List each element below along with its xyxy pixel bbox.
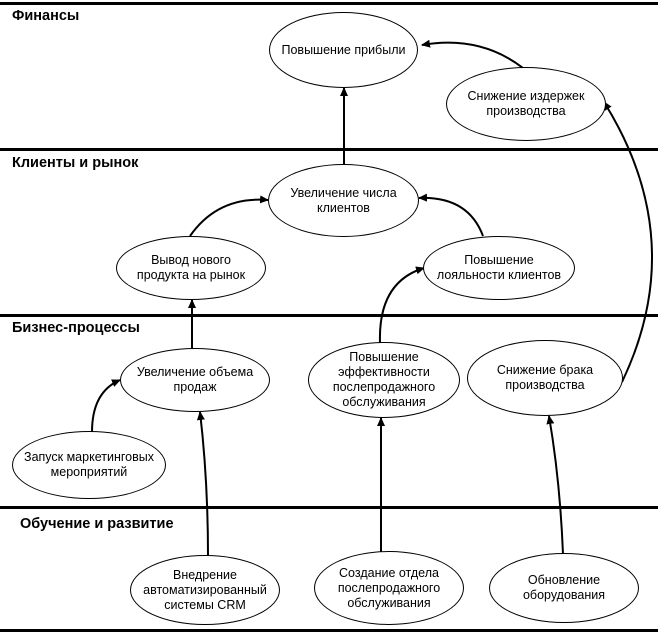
node-aftersales-dept: Создание отдела послепродажного обслужив… (314, 551, 464, 625)
node-aftersales-efficiency-label: Повышение эффективности послепродажного … (332, 350, 436, 409)
band-separator-finance-clients (0, 148, 658, 151)
node-new-product: Вывод нового продукта на рынок (116, 236, 266, 300)
node-equipment: Обновление оборудования (489, 553, 639, 623)
arrow-new-product-to-more-clients (189, 195, 269, 237)
arrow-cost-reduction-to-profit (421, 39, 524, 69)
node-loyalty: Повышение лояльности клиентов (423, 236, 575, 300)
node-defect-reduction: Снижение брака производства (467, 340, 623, 416)
node-equipment-label: Обновление оборудования (522, 573, 606, 602)
band-separator-bottom (0, 629, 658, 632)
node-marketing: Запуск маркетинговых мероприятий (12, 431, 166, 499)
band-title-processes: Бизнес-процессы (12, 320, 140, 336)
node-more-clients: Увеличение числа клиентов (268, 164, 419, 237)
band-title-learning: Обучение и развитие (20, 516, 174, 532)
node-sales-growth: Увеличение объема продаж (120, 348, 270, 412)
node-crm-label: Внедрение автоматизированный системы CRM (143, 567, 267, 612)
arrow-marketing-to-sales-growth (91, 379, 121, 433)
node-profit: Повышение прибыли (269, 12, 418, 88)
band-title-finance: Финансы (12, 8, 80, 24)
band-separator-clients-processes (0, 314, 658, 317)
arrow-equipment-to-defect-reduction (546, 415, 564, 555)
node-marketing-label: Запуск маркетинговых мероприятий (24, 450, 154, 479)
node-profit-label: Повышение прибыли (281, 42, 406, 57)
node-more-clients-label: Увеличение числа клиентов (290, 185, 397, 215)
arrow-crm-to-sales-growth (196, 411, 209, 557)
node-new-product-label: Вывод нового продукта на рынок (136, 253, 246, 282)
node-loyalty-label: Повышение лояльности клиентов (436, 253, 562, 282)
arrow-aftersales-efficiency-to-loyalty (378, 266, 425, 344)
node-crm: Внедрение автоматизированный системы CRM (130, 555, 280, 625)
band-title-clients: Клиенты и рынок (12, 155, 139, 171)
node-aftersales-efficiency: Повышение эффективности послепродажного … (308, 342, 460, 418)
node-cost-reduction: Снижение издержек производства (446, 67, 606, 141)
node-defect-reduction-label: Снижение брака производства (496, 363, 594, 392)
node-aftersales-dept-label: Создание отдела послепродажного обслужив… (337, 565, 441, 610)
arrow-defect-reduction-to-cost-reduction (603, 101, 654, 383)
arrow-loyalty-to-more-clients (418, 193, 484, 237)
band-separator-top (0, 2, 658, 5)
node-sales-growth-label: Увеличение объема продаж (136, 365, 254, 394)
node-cost-reduction-label: Снижение издержек производства (467, 89, 585, 118)
band-separator-processes-learning (0, 506, 658, 509)
